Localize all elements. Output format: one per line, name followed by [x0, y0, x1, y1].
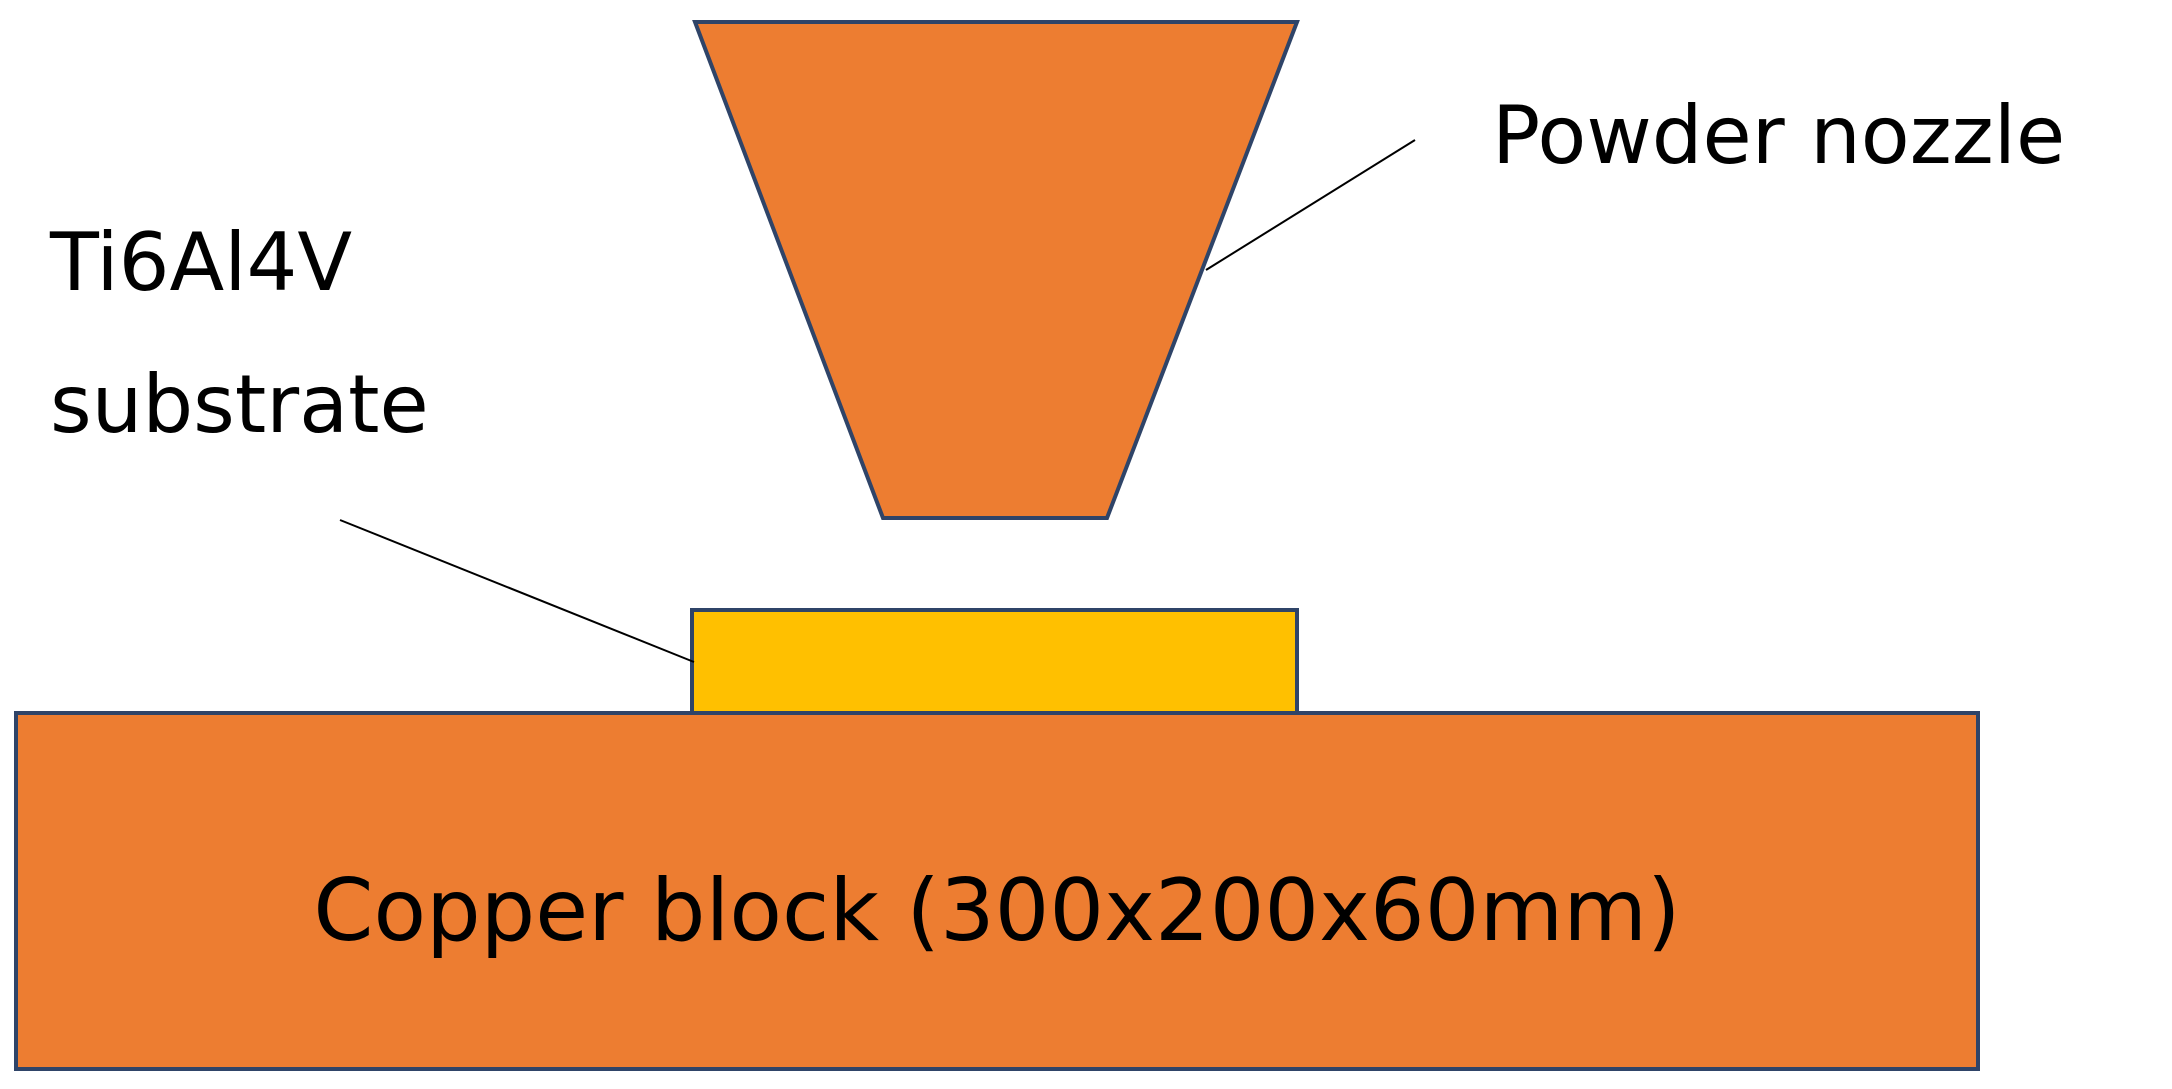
ti6al4v-substrate — [690, 608, 1299, 715]
substrate-label-line-2: substrate — [50, 358, 429, 451]
substrate-leader-line — [339, 519, 695, 663]
powder-nozzle — [692, 20, 1300, 520]
substrate-label-line-1: Ti6Al4V — [49, 216, 352, 309]
powder-nozzle-label: Powder nozzle — [1492, 89, 2065, 182]
copper-block-label: Copper block (300x200x60mm) — [313, 861, 1680, 961]
copper-block — [14, 711, 1980, 1071]
powder-nozzle-leader-line — [1205, 139, 1416, 271]
